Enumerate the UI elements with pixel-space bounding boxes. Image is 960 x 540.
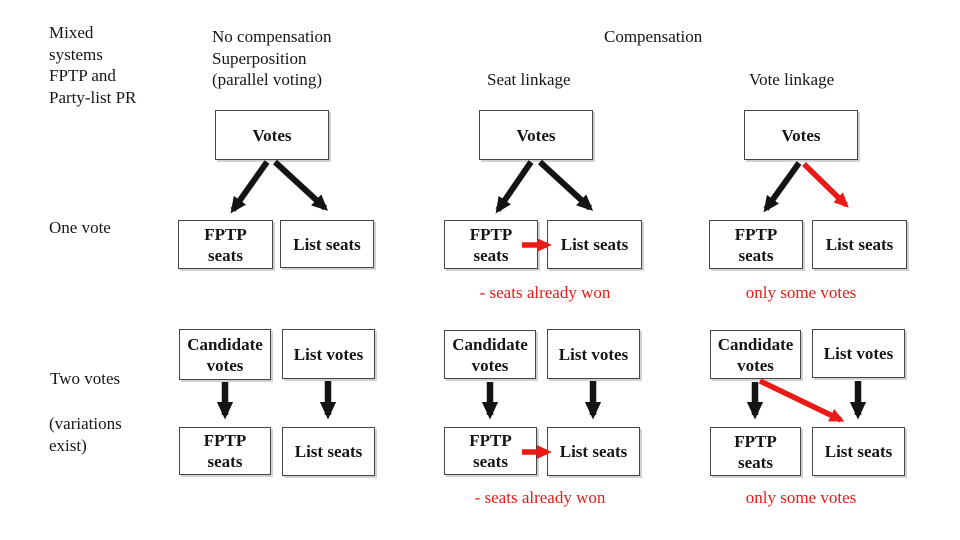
box-votes: Votes	[744, 110, 858, 160]
box-list-votes: List votes	[547, 329, 640, 379]
annotation-seats-already-won: - seats already won	[474, 488, 606, 507]
box-votes: Votes	[215, 110, 329, 160]
box-line: seats	[208, 245, 243, 265]
corner-label-line: FPTP and	[49, 66, 116, 85]
box-fptp-seats: FPTP seats	[709, 220, 803, 269]
box-fptp-seats: FPTP seats	[710, 427, 801, 476]
no-compensation-line: No compensation	[212, 27, 332, 46]
box-list-seats: List seats	[282, 427, 375, 476]
box-list-seats: List seats	[547, 220, 642, 269]
box-line: FPTP	[734, 224, 778, 244]
box-list-seats: List seats	[547, 427, 640, 476]
row-label-one-vote: One vote	[49, 218, 111, 237]
box-line: seats	[738, 245, 774, 265]
box-candidate-votes: Candidate votes	[444, 330, 536, 379]
box-fptp-seats: FPTP seats	[444, 427, 537, 475]
column-header-no-compensation: No compensation Superposition (parallel …	[212, 26, 331, 91]
box-line: FPTP	[469, 431, 512, 450]
box-line: seats	[473, 245, 509, 265]
arrow-votes-to-fptp-seats	[495, 160, 534, 214]
box-line: FPTP	[204, 224, 247, 244]
box-list-seats: List seats	[812, 220, 907, 269]
annotation-only-some-votes: only some votes	[745, 488, 857, 507]
corner-label-line: Party-list PR	[49, 87, 137, 107]
box-line: FPTP	[734, 431, 777, 451]
box-line: votes	[737, 355, 774, 375]
row-label-variations-exist: (variations exist)	[49, 413, 122, 456]
arrow-votes-to-list-seats-red	[802, 162, 849, 208]
no-compensation-line: (parallel voting)	[212, 70, 322, 89]
column-header-compensation: Compensation	[604, 27, 703, 46]
row-label-two-votes: Two votes	[50, 369, 121, 388]
box-list-seats: List seats	[280, 220, 374, 268]
corner-label-line: systems	[49, 44, 103, 64]
variations-line: (variations	[49, 414, 122, 433]
corner-label-line: Mixed	[49, 23, 94, 42]
box-line: Candidate	[187, 334, 263, 354]
arrow-votes-to-list-seats	[537, 159, 594, 211]
box-candidate-votes: Candidate votes	[179, 329, 271, 380]
arrow-votes-to-fptp-seats	[230, 160, 270, 214]
annotation-seats-already-won: - seats already won	[479, 283, 611, 302]
box-line: seats	[473, 452, 508, 471]
box-line: votes	[206, 355, 244, 375]
box-fptp-seats: FPTP seats	[444, 220, 538, 269]
arrow-candidate-votes-to-list-seats-red	[758, 378, 845, 423]
box-line: FPTP	[469, 224, 513, 244]
box-line: seats	[738, 452, 773, 472]
arrow-votes-to-fptp-seats	[763, 161, 802, 213]
box-list-seats: List seats	[812, 427, 905, 476]
box-fptp-seats: FPTP seats	[178, 220, 273, 269]
arrow-votes-to-list-seats	[272, 159, 329, 211]
column-header-seat-linkage: Seat linkage	[487, 70, 571, 89]
box-list-votes: List votes	[282, 329, 375, 379]
box-votes: Votes	[479, 110, 593, 160]
box-line: Candidate	[717, 334, 794, 354]
corner-label-mixed-systems: Mixed systems FPTP and Party-list PR	[49, 22, 136, 108]
box-candidate-votes: Candidate votes	[710, 330, 801, 379]
box-line: FPTP	[203, 431, 247, 450]
box-fptp-seats: FPTP seats	[179, 427, 271, 475]
annotation-only-some-votes: only some votes	[745, 283, 857, 302]
no-compensation-line: Superposition	[212, 48, 307, 68]
box-line: seats	[207, 452, 243, 471]
column-header-vote-linkage: Vote linkage	[749, 70, 835, 89]
box-line: votes	[471, 355, 509, 375]
box-line: Candidate	[452, 334, 528, 354]
box-list-votes: List votes	[812, 329, 905, 378]
variations-line: exist)	[49, 435, 87, 455]
